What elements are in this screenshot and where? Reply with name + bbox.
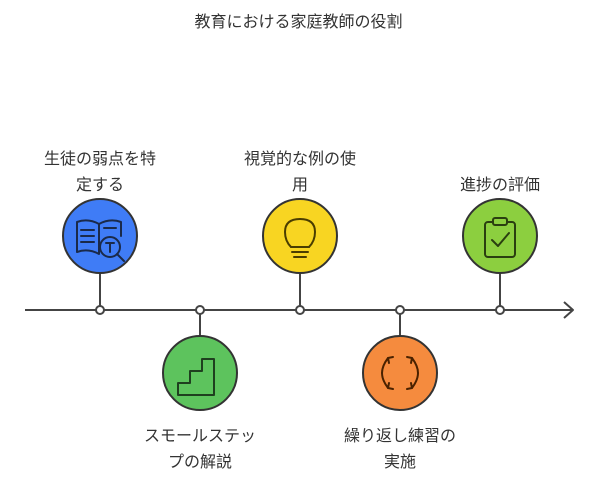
step-1-label: 生徒の弱点を特 定する — [43, 149, 156, 194]
step-2-label: スモールステッ プの解説 — [143, 426, 256, 471]
axis-dot-2 — [195, 305, 205, 315]
timeline-arrowhead — [563, 301, 574, 319]
step-1-node — [62, 198, 138, 274]
step-4-node — [362, 335, 438, 411]
lightbulb-icon — [284, 218, 316, 258]
diagram-title: 教育における家庭教師の役割 — [194, 12, 403, 31]
step-4-label: 繰り返し練習の 実施 — [343, 426, 456, 471]
step-3-label: 視覚的な例の使 用 — [243, 149, 356, 194]
step-2-node — [162, 335, 238, 411]
cycle-arrows-icon — [381, 356, 419, 390]
step-3-node — [262, 198, 338, 274]
stairs-icon — [177, 358, 215, 396]
step-5-label: 進捗の評価 — [459, 175, 540, 194]
axis-dot-4 — [395, 305, 405, 315]
clipboard-check-icon — [484, 217, 516, 258]
axis-dot-3 — [295, 305, 305, 315]
axis-dot-1 — [95, 305, 105, 315]
step-5-node — [462, 198, 538, 274]
axis-dot-5 — [495, 305, 505, 315]
book-search-icon — [76, 219, 125, 262]
